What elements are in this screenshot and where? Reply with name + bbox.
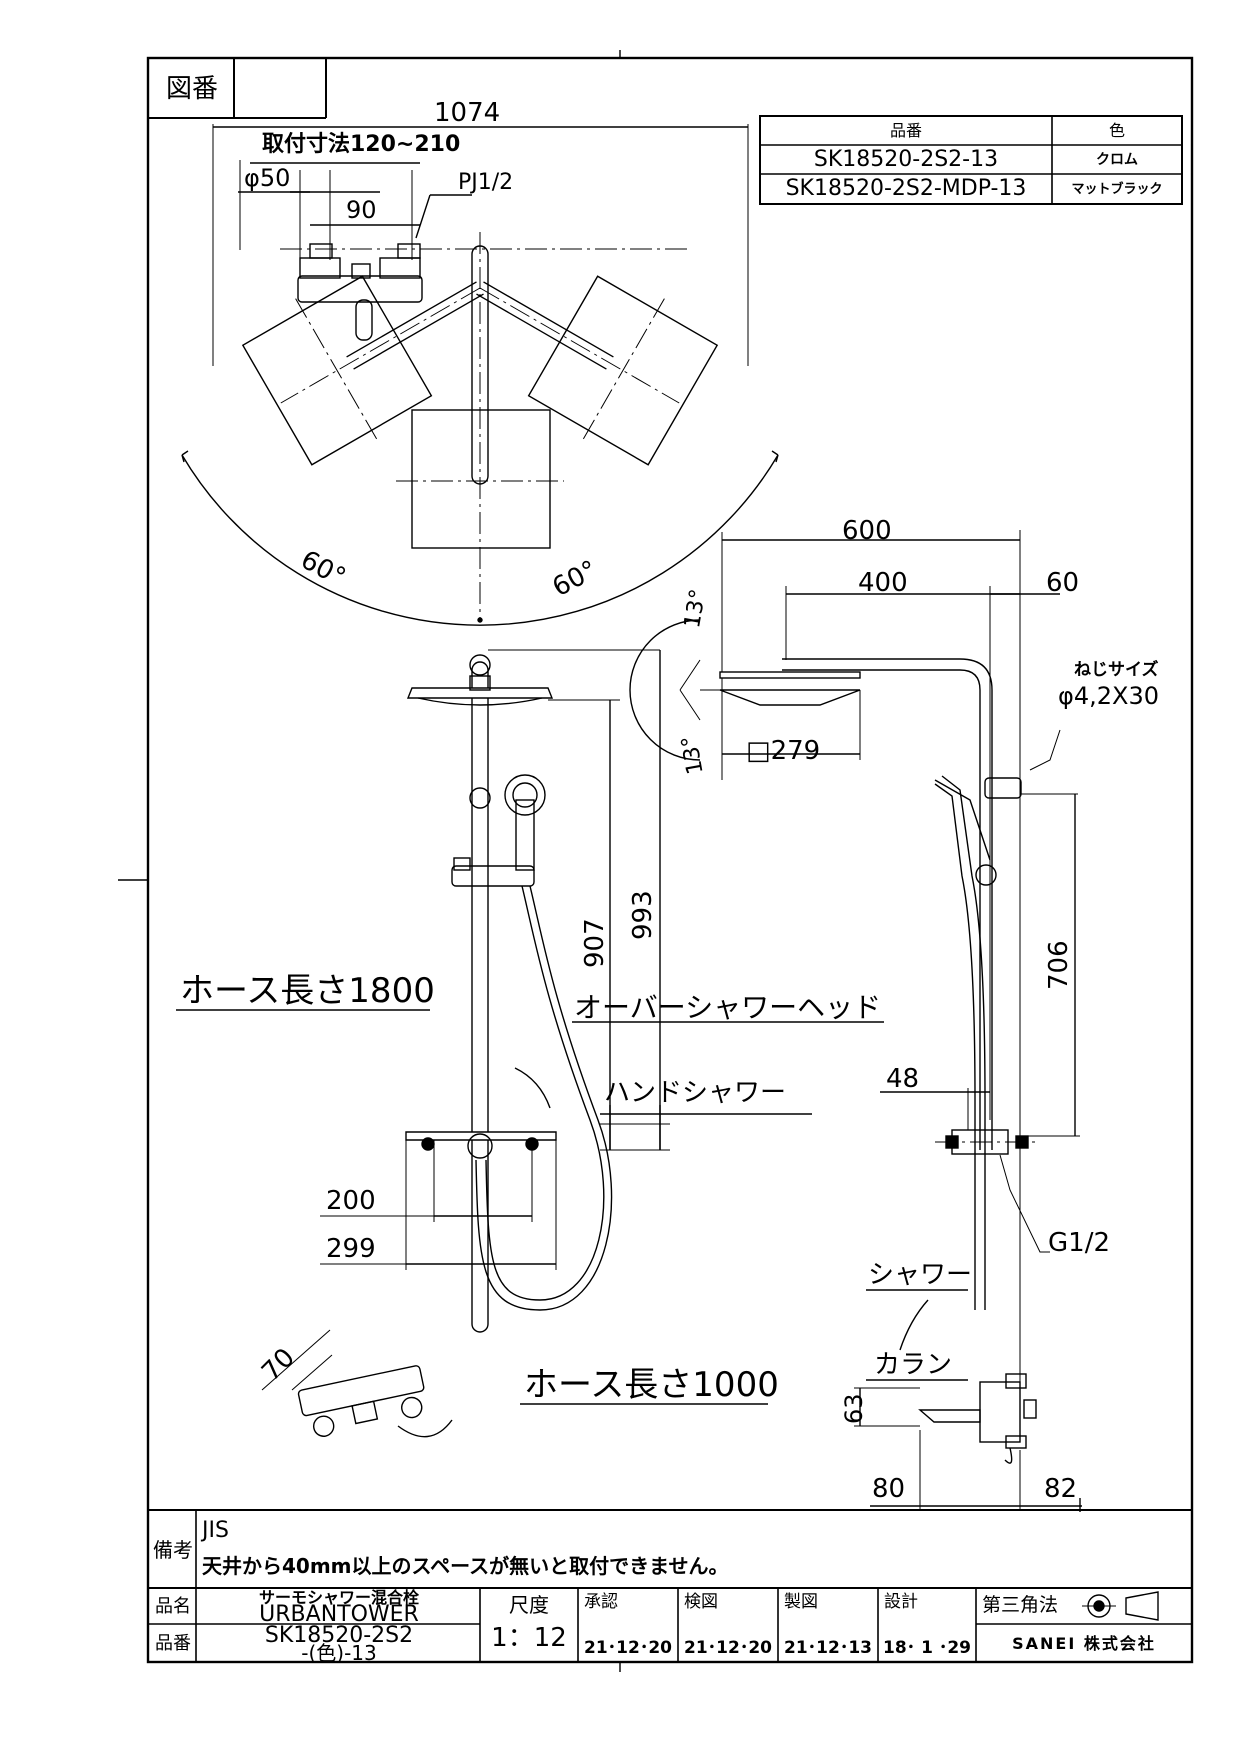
notes-standard: JIS	[202, 1518, 229, 1543]
title-design-date: 18･ 1 ･29	[883, 1637, 971, 1658]
title-approve-date: 21･12･20	[584, 1637, 672, 1658]
notes-label: 備考	[153, 1538, 193, 1562]
dim-thread: PJ1/2	[458, 170, 514, 195]
dim-side-82: 82	[1044, 1474, 1078, 1504]
screw-size-value: φ4,2X30	[1058, 682, 1159, 710]
dim-side-48: 48	[886, 1064, 920, 1094]
dim-front-993: 993	[628, 890, 658, 940]
parts-table-row-color: クロム	[1096, 151, 1138, 168]
dim-side-80: 80	[872, 1474, 906, 1504]
parts-table-row-part: SK18520-2S2-MDP-13	[785, 176, 1027, 201]
label-hose-1000: ホース長さ1000	[524, 1365, 779, 1405]
title-draw-label: 製図	[784, 1592, 818, 1612]
screw-size-label: ねじサイズ	[1074, 660, 1159, 680]
parts-table-row-part: SK18520-2S2-13	[813, 146, 999, 172]
title-number-line1: SK18520-2S2	[264, 1623, 414, 1648]
title-design-label: 設計	[884, 1592, 918, 1612]
label-hand-shower: ハンドシャワー	[604, 1078, 787, 1108]
parts-table-row-color: マットブラック	[1071, 181, 1163, 197]
title-approve-label: 承認	[584, 1592, 618, 1612]
dim-side-600: 600	[842, 516, 892, 546]
parts-table-part-header: 品番	[889, 120, 922, 140]
zuban-label: 図番	[165, 74, 218, 104]
parts-table-color-header: 色	[1108, 120, 1125, 140]
title-check-date: 21･12･20	[684, 1637, 772, 1658]
title-scale-label: 尺度	[509, 1593, 549, 1617]
title-check-label: 検図	[684, 1592, 718, 1612]
title-projection: 第三角法	[982, 1594, 1059, 1616]
zuban-value	[236, 60, 326, 118]
dim-side-706: 706	[1044, 940, 1074, 990]
dim-front-200: 200	[326, 1186, 376, 1216]
dim-front-907: 907	[580, 918, 610, 968]
label-karan: カラン	[874, 1350, 953, 1380]
dim-side-400: 400	[858, 568, 908, 598]
title-scale-value: 1：12	[491, 1623, 567, 1653]
dim-head-size: □279	[746, 736, 821, 766]
dim-front-299: 299	[326, 1234, 376, 1264]
title-name-line1: サーモシャワー混合栓	[258, 1588, 419, 1607]
title-company: SANEI 株式会社	[1012, 1634, 1156, 1653]
title-name-line2: URBANTOWER	[259, 1602, 419, 1627]
title-draw-date: 21･12･13	[784, 1637, 872, 1658]
dim-g-half: G1/2	[1048, 1228, 1110, 1258]
dim-overall-width: 1074	[434, 98, 501, 128]
dim-side-60: 60	[1046, 568, 1080, 598]
title-number-label: 品番	[155, 1633, 191, 1654]
label-shower: シャワー	[868, 1260, 973, 1290]
title-name-label: 品名	[155, 1596, 191, 1617]
label-overhead-shower: オーバーシャワーヘッド	[574, 991, 882, 1024]
notes-text: 天井から40mm以上のスペースが無いと取付できません。	[202, 1554, 729, 1578]
dim-diameter: φ50	[244, 164, 291, 192]
label-hose-1800: ホース長さ1800	[180, 971, 435, 1011]
dim-pitch: 90	[346, 196, 377, 224]
dim-side-63: 63	[840, 1393, 868, 1424]
title-number-line2: -(色)-13	[301, 1641, 377, 1665]
dim-mount-range: 取付寸法120~210	[262, 132, 461, 157]
